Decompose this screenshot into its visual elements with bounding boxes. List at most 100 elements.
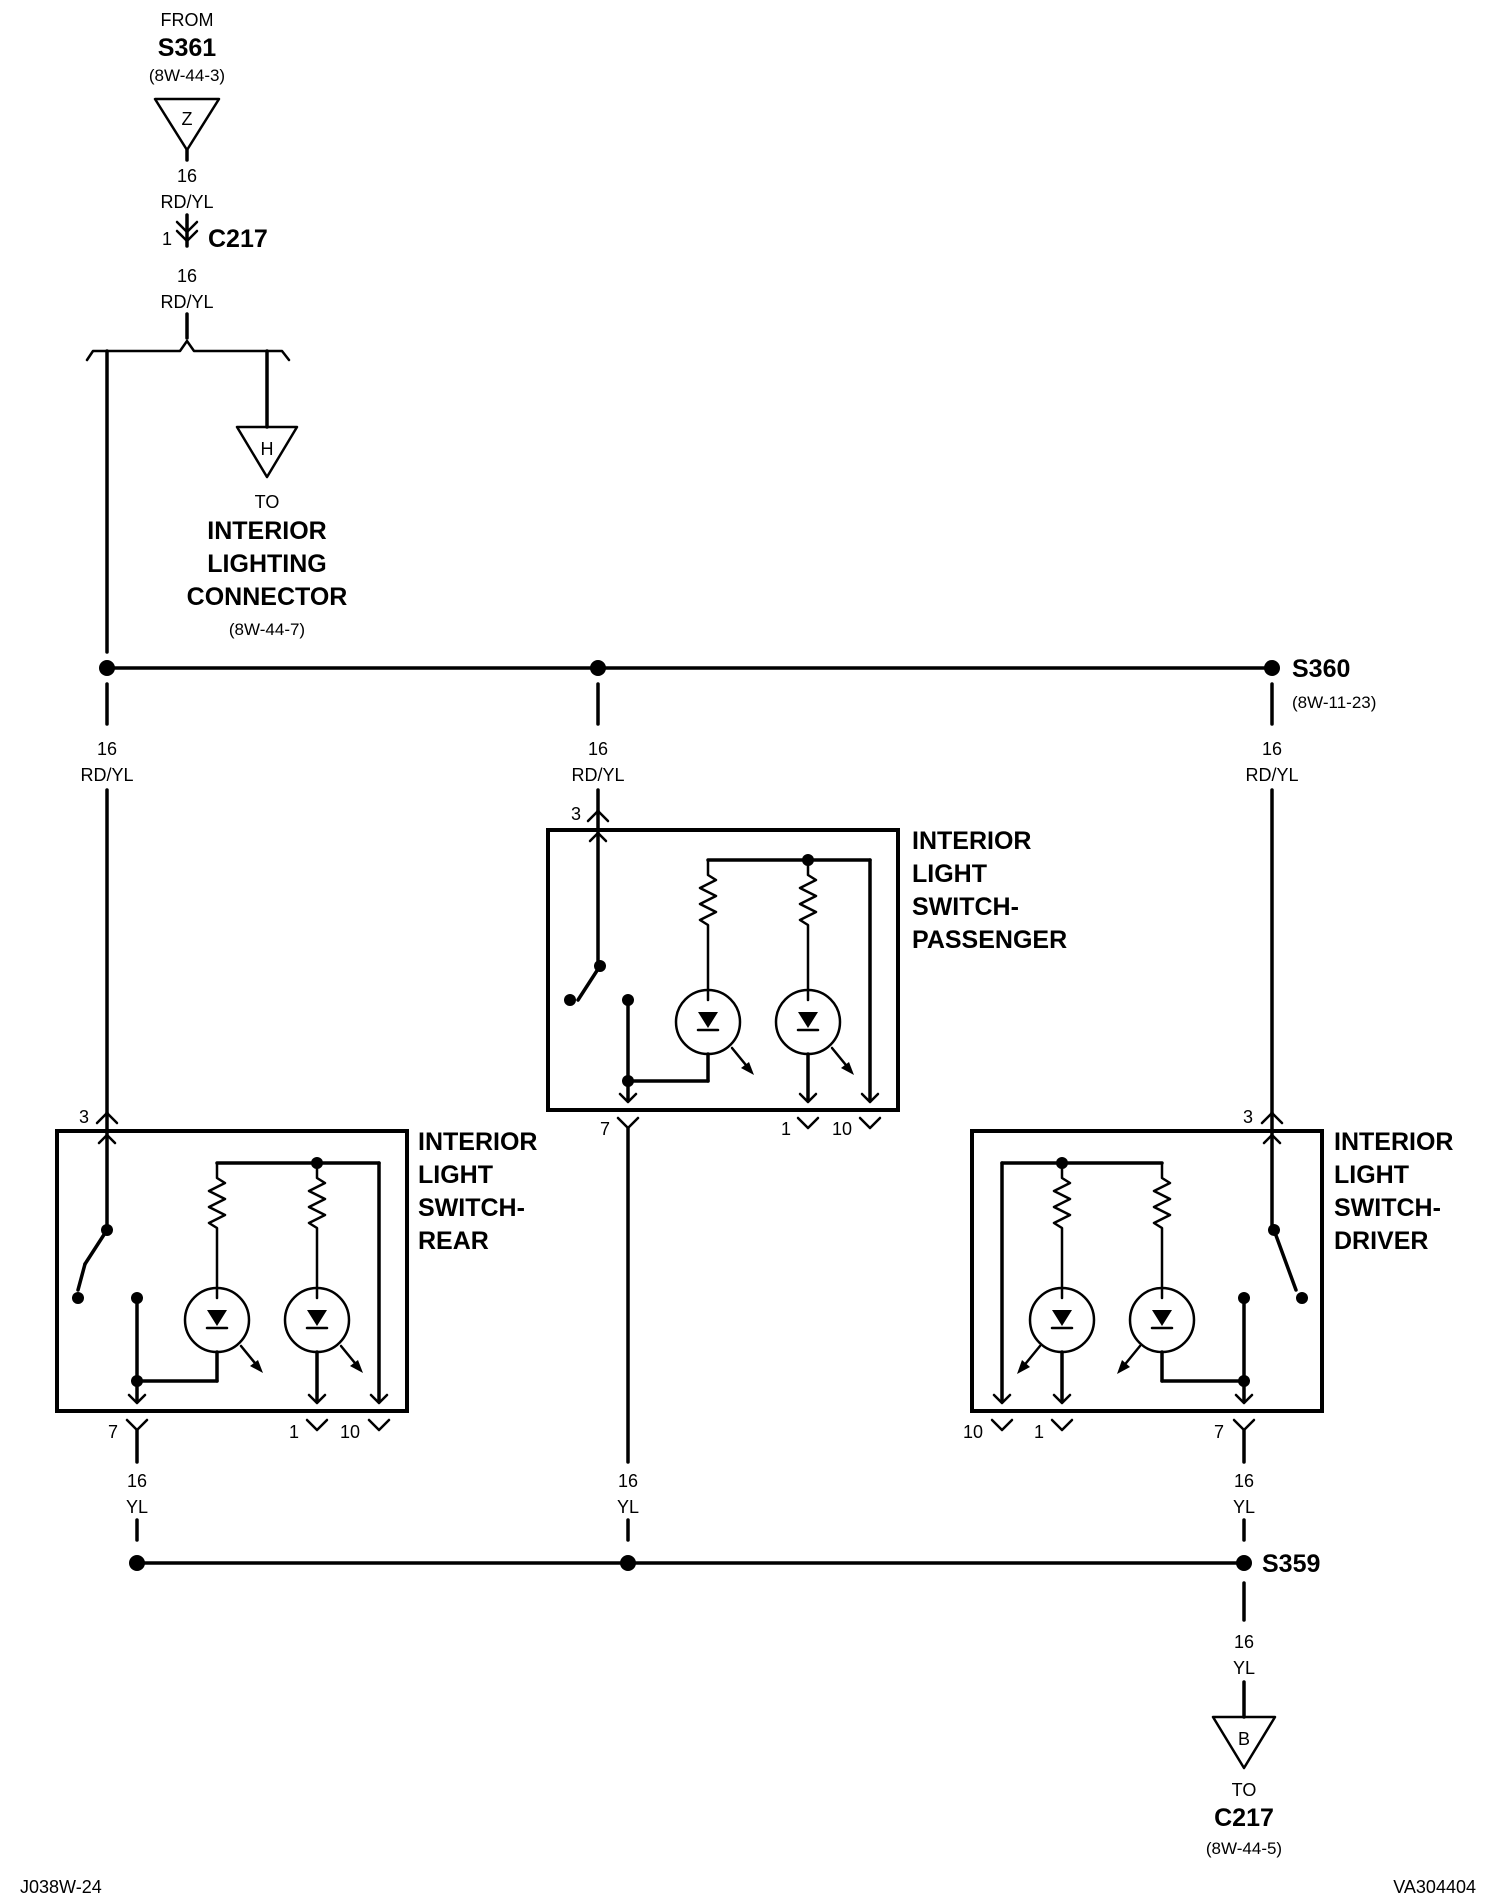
switch-rear: 3 7 1 10 — [55, 1107, 537, 1442]
arrow-marker — [97, 1133, 117, 1145]
arrow-marker — [798, 1092, 818, 1104]
led-diode — [207, 1310, 227, 1326]
switch-title-line3: SWITCH- — [912, 893, 1019, 921]
pin-label: 7 — [1214, 1422, 1224, 1442]
arrow-marker — [369, 1393, 389, 1405]
wire-color: YL — [126, 1497, 148, 1517]
switch-title-line2: LIGHT — [912, 860, 987, 888]
target-label: C217 — [1214, 1804, 1274, 1832]
target-ref: (8W-44-5) — [1206, 1839, 1282, 1858]
to-label: TO — [1232, 1780, 1257, 1800]
s360-ref: (8W-11-23) — [1292, 693, 1376, 712]
resistor — [698, 858, 718, 1002]
arrow-marker — [127, 1393, 147, 1405]
to-label: TO — [255, 492, 280, 512]
wire-gauge: 16 — [1234, 1471, 1254, 1491]
switch-contact — [564, 994, 576, 1006]
switch-title-line3: SWITCH- — [1334, 1194, 1441, 1222]
interior-lighting-connector: H TO INTERIOR LIGHTING CONNECTOR (8W-44-… — [187, 425, 348, 639]
switch-box — [546, 828, 900, 1112]
pin-10-terminal — [990, 1418, 1014, 1432]
source-id: S361 — [158, 34, 216, 62]
connector-b-symbol — [1211, 1715, 1277, 1770]
connector-letter-z: Z — [182, 109, 193, 129]
footer-left-code: J038W-24 — [20, 1877, 102, 1897]
pin-label: 7 — [600, 1119, 610, 1139]
led-diode — [1052, 1310, 1072, 1326]
arrow-marker — [588, 831, 608, 843]
switch-title-line1: INTERIOR — [418, 1128, 537, 1156]
switch-lever — [83, 1228, 109, 1266]
wire-gauge: 16 — [618, 1471, 638, 1491]
switch-lever — [576, 964, 602, 1002]
switch-driver: 3 10 1 7 INTE — [963, 1107, 1453, 1442]
lighting-ref: (8W-44-7) — [229, 620, 305, 639]
wire-color: RD/YL — [160, 192, 213, 212]
switch-lever — [76, 1262, 87, 1292]
wire-gauge: 16 — [588, 739, 608, 759]
arrow-marker — [1262, 1133, 1282, 1145]
arrow-marker — [307, 1393, 327, 1405]
wire-color: YL — [1233, 1658, 1255, 1678]
wire-gauge: 16 — [177, 166, 197, 186]
switch-title-line2: LIGHT — [418, 1161, 493, 1189]
connector-c217-symbol — [175, 229, 199, 243]
footer-right-code: VA304404 — [1393, 1877, 1476, 1897]
pin-1-terminal — [1050, 1418, 1074, 1432]
s360-label: S360 — [1292, 655, 1350, 683]
from-label: FROM — [161, 10, 214, 30]
light-arrow-head — [1017, 1360, 1030, 1374]
switch-title-line3: SWITCH- — [418, 1194, 525, 1222]
light-arrow-head — [350, 1360, 363, 1373]
lighting-line1: INTERIOR — [207, 517, 326, 545]
led-diode — [1152, 1310, 1172, 1326]
pin-1-terminal — [796, 1116, 820, 1130]
pin-label: 10 — [340, 1422, 360, 1442]
wire-color: YL — [1233, 1497, 1255, 1517]
connector-b-to-c217: B TO C217 (8W-44-5) — [1206, 1715, 1282, 1858]
switch-title-line4: REAR — [418, 1227, 489, 1255]
pin-10-terminal — [858, 1116, 882, 1130]
wire-color: RD/YL — [80, 765, 133, 785]
resistor — [798, 858, 818, 1002]
wire-color: RD/YL — [1245, 765, 1298, 785]
arrow-marker — [860, 1092, 880, 1104]
light-arrow-head — [741, 1062, 754, 1075]
resistor — [207, 1161, 227, 1300]
wire-gauge: 16 — [97, 739, 117, 759]
wire-gauge: 16 — [127, 1471, 147, 1491]
pin-label: 1 — [289, 1422, 299, 1442]
light-arrow-head — [841, 1062, 854, 1075]
switch-title-line4: DRIVER — [1334, 1227, 1428, 1255]
splice-s359: S359 — [129, 1550, 1320, 1578]
switch-title-line1: INTERIOR — [912, 827, 1031, 855]
light-arrow-head — [250, 1360, 263, 1373]
switch-title-line2: LIGHT — [1334, 1161, 1409, 1189]
wire-color: RD/YL — [571, 765, 624, 785]
arrow-marker — [1234, 1393, 1254, 1405]
switch-lever — [1272, 1228, 1298, 1292]
switch-passenger: 3 7 1 — [546, 804, 1067, 1139]
connector-letter-b: B — [1238, 1729, 1250, 1749]
lighting-line3: CONNECTOR — [187, 583, 348, 611]
switch-box — [55, 1129, 409, 1413]
pin-label: 1 — [1034, 1422, 1044, 1442]
wire-color: YL — [617, 1497, 639, 1517]
branch-bracket — [85, 339, 291, 362]
switch-contact — [72, 1292, 84, 1304]
lighting-line2: LIGHTING — [207, 550, 326, 578]
arrow-marker — [1052, 1393, 1072, 1405]
arrow-marker — [992, 1393, 1012, 1405]
wire-gauge: 16 — [1234, 1632, 1254, 1652]
splice-s360: S360 (8W-11-23) — [99, 655, 1376, 712]
connector-z-symbol — [153, 97, 221, 152]
pin-label: 3 — [79, 1107, 89, 1127]
led-diode — [698, 1012, 718, 1028]
pin-label: 3 — [571, 804, 581, 824]
c217-pin: 1 — [162, 229, 172, 249]
splice-dot — [129, 1555, 145, 1571]
source-ref: (8W-44-3) — [149, 66, 225, 85]
source-s361: FROM S361 (8W-44-3) Z 16 RD/YL 1 C217 16… — [149, 10, 268, 340]
c217-label: C217 — [208, 225, 268, 253]
